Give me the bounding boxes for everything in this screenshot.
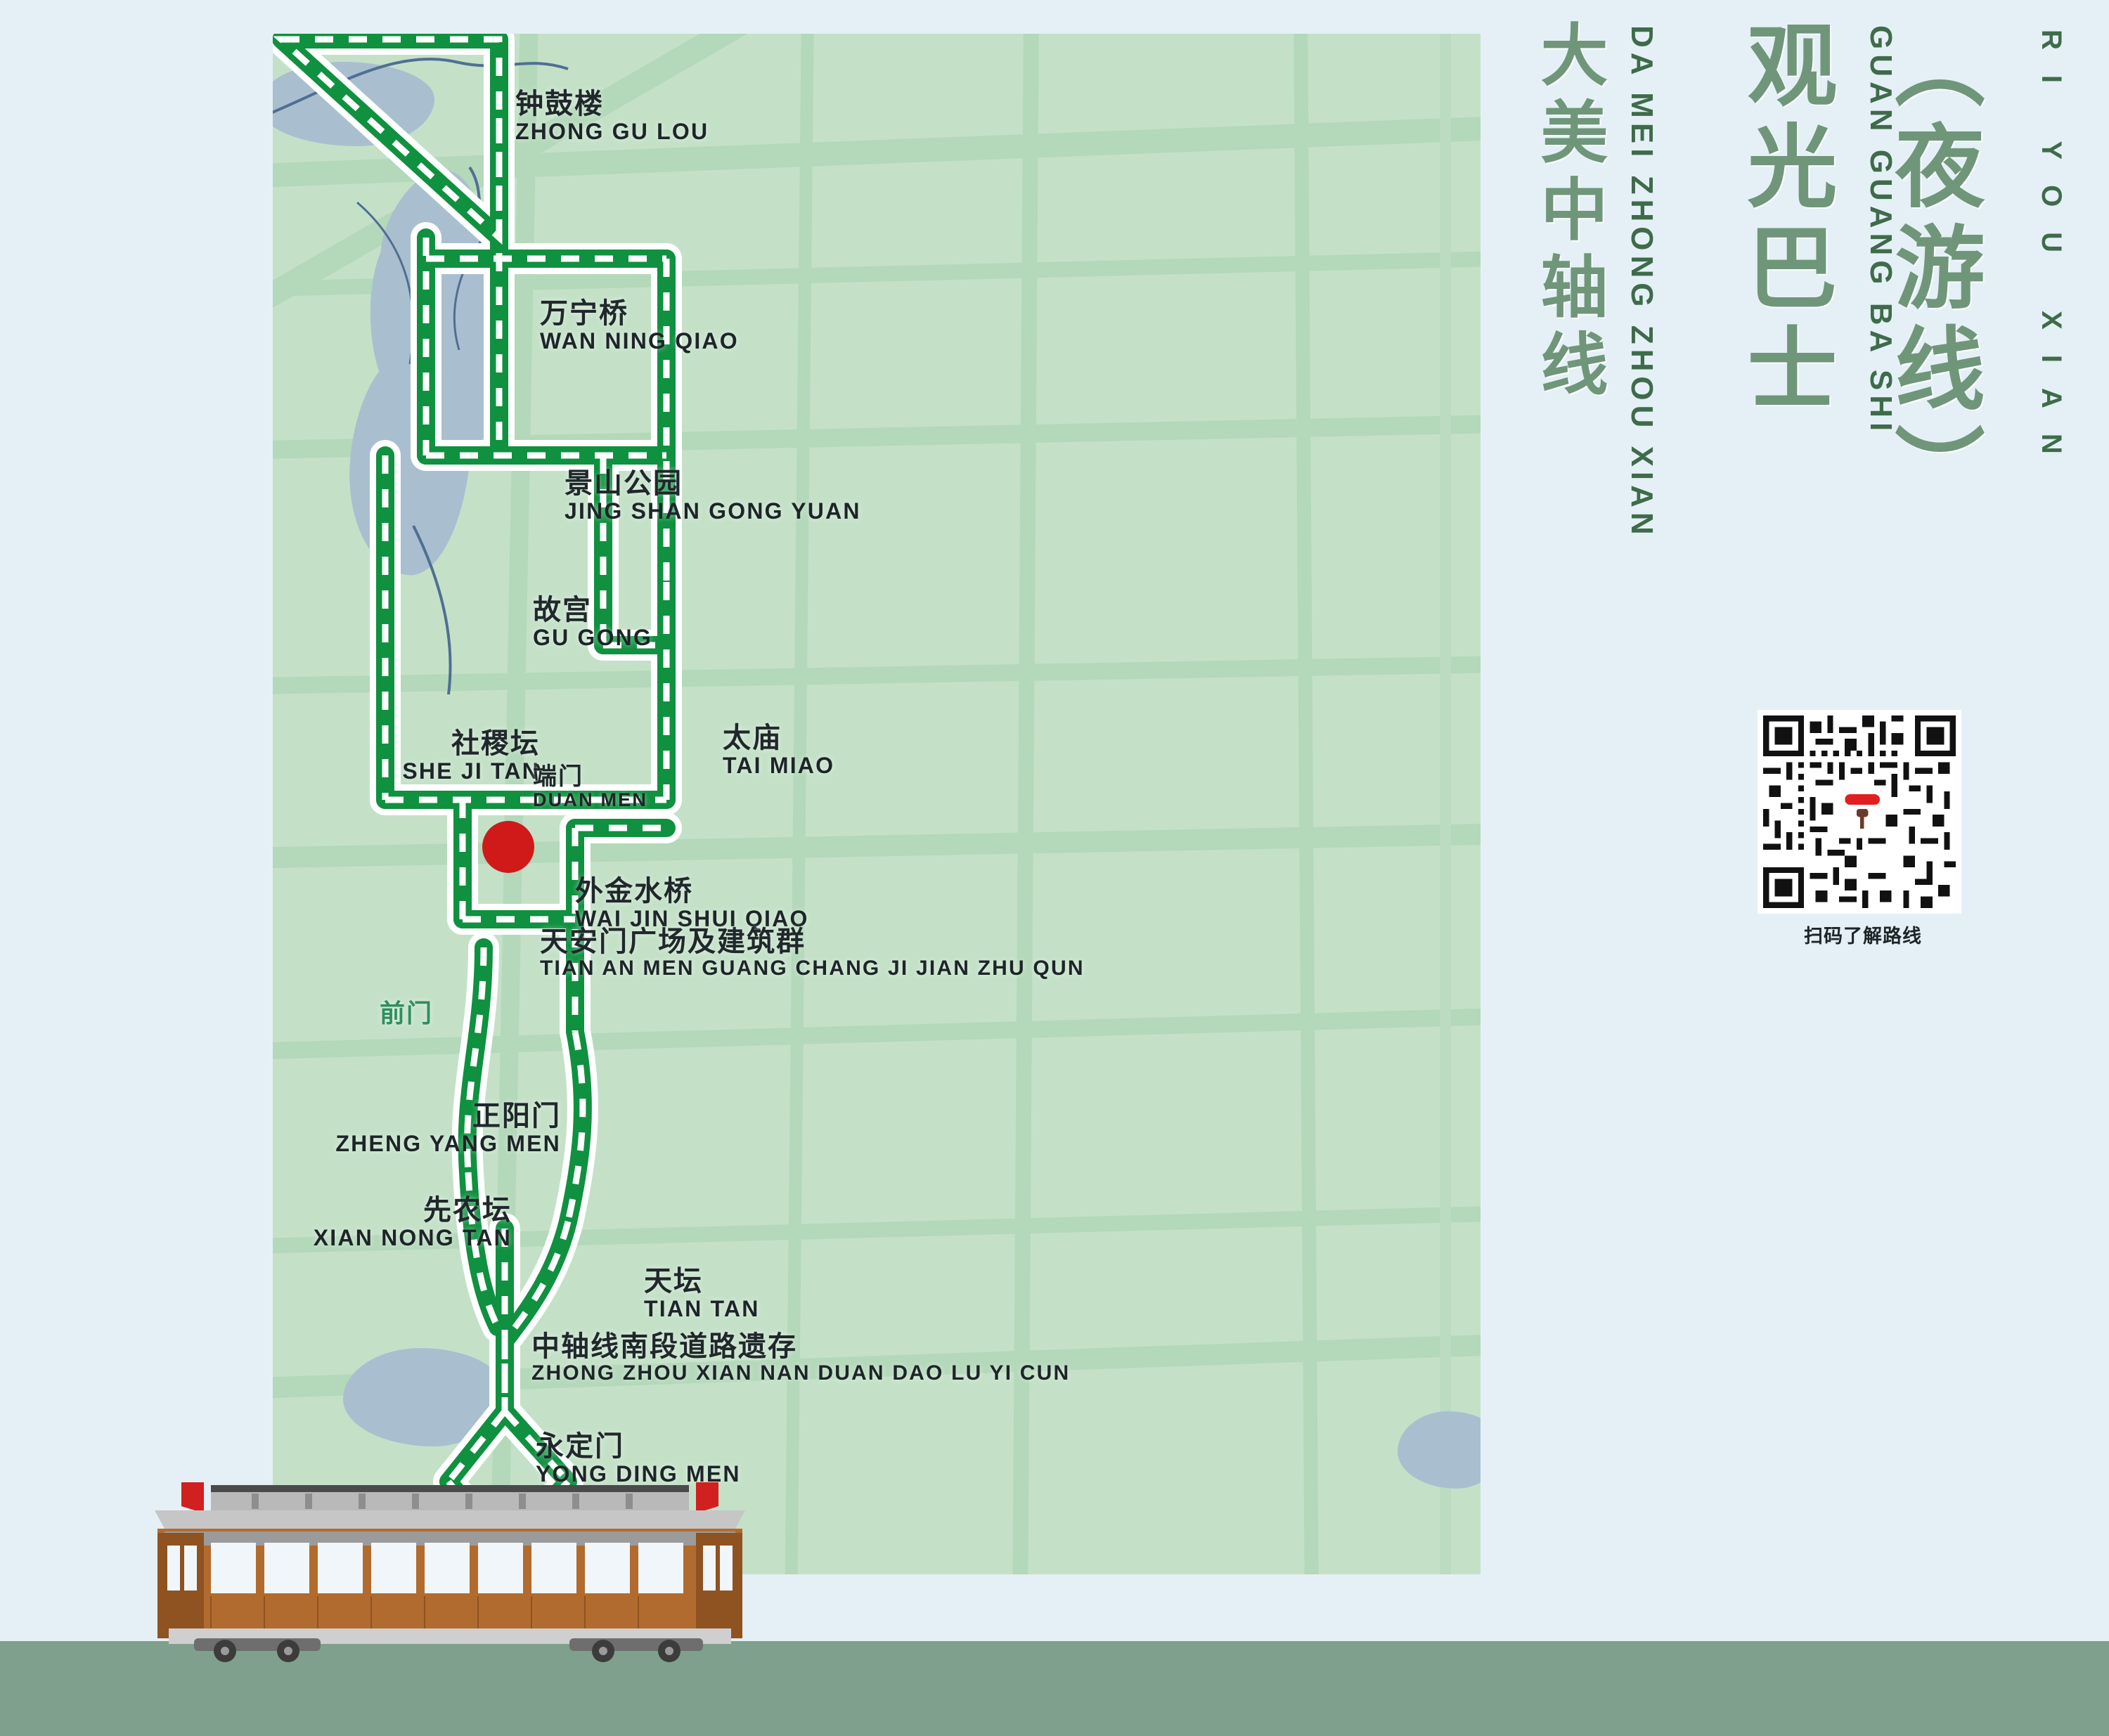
map-label-yongdingmen: 永定门 YONG DING MEN [536, 1431, 741, 1486]
poi-icon-stone-bridge[interactable] [273, 406, 1086, 470]
map-label-xiannongtan: 先农坛 XIAN NONG TAN [313, 1195, 512, 1250]
qr-caption: 扫码了解路线 [1804, 926, 1922, 947]
map-label-qianmen: 前门 [380, 999, 434, 1028]
route-marker-dot[interactable] [482, 821, 534, 873]
qr-code-image[interactable] [1758, 710, 1961, 914]
ground-strip [0, 1641, 2109, 1736]
map-label-road-remains: 中轴线南段道路遗存 ZHONG ZHOU XIAN NAN DUAN DAO L… [531, 1331, 1071, 1385]
map-label-waijinshuiqiao: 外金水桥 WAI JIN SHUI QIAO [575, 876, 809, 931]
map-label-jingshan-gongyuan: 景山公园 JING SHAN GONG YUAN [565, 468, 861, 524]
bus-route-line [273, 34, 682, 1567]
title-sub-pinyin: DA MEI ZHONG ZHOU XIAN [1625, 25, 1659, 540]
title-main-cn: 观光巴士 [1734, 18, 1834, 423]
map-label-zhengyangmen: 正阳门 ZHENG YANG MEN [335, 1101, 561, 1156]
map-label-tiantan: 天坛 TIAN TAN [644, 1266, 760, 1321]
vintage-tram-illustration [127, 1472, 773, 1662]
qr-block: 扫码了解路线 [1758, 710, 1968, 948]
title-bracket-pinyin: RI YOU XIAN [2036, 30, 2067, 479]
map-water-pond [1398, 1411, 1481, 1489]
map-label-zhonggulou: 钟鼓楼 ZHONG GU LOU [515, 89, 709, 144]
title-bracket-cn: （夜游线） [1881, 18, 1982, 524]
map-label-wanningqiao: 万宁桥 WAN NING QIAO [540, 298, 739, 354]
title-block: 观光巴士 GUAN GUANG BA SHI （夜游线） RI YOU XIAN… [1483, 0, 2109, 675]
map-label-duanmen: 端门 DUAN MEN [533, 763, 648, 810]
map-road-vertical [1440, 34, 1451, 1574]
map-label-tiananmen-square: 天安门广场及建筑群 TIAN AN MEN GUANG CHANG JI JIA… [540, 926, 1085, 980]
title-sub-cn: 大美中轴线 [1530, 20, 1606, 406]
map-label-taimiao: 太庙 TAI MIAO [723, 723, 835, 778]
route-map-panel: 钟鼓楼 ZHONG GU LOU 万宁桥 WAN NING QIAO 景山公园 … [273, 34, 1481, 1574]
title-main-pinyin: GUAN GUANG BA SHI [1864, 25, 1898, 436]
poi-icon-jingshan-pavilion[interactable] [273, 621, 1086, 748]
map-label-shejitan: 社稷坛 SHE JI TAN [402, 728, 540, 784]
map-label-gugong: 故宫 GU GONG [533, 595, 653, 650]
